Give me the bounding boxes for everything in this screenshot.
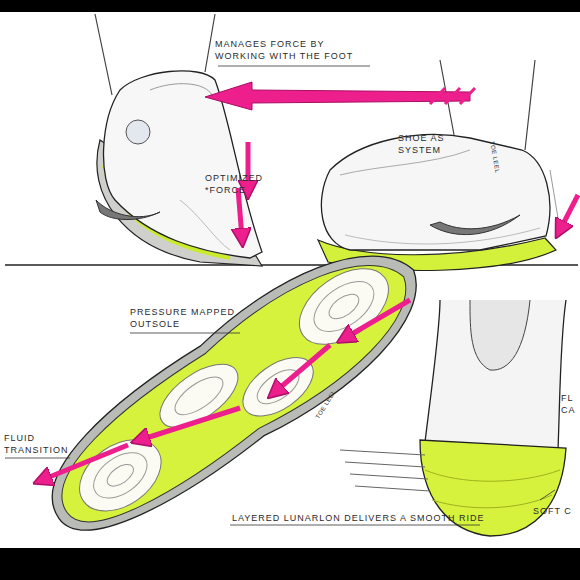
annotation-label: FL CA	[561, 392, 578, 416]
force-arrows	[205, 66, 578, 238]
annotation-label: OPTIMIZED *FORCE	[205, 172, 277, 196]
top-bar	[0, 0, 580, 12]
annotation-label: SOFT C	[533, 505, 579, 517]
heel-view	[230, 300, 566, 536]
annotation-label: MANAGES FORCE BY WORKING WITH THE FOOT	[215, 38, 375, 62]
annotation-label: LAYERED LUNARLON DELIVERS A SMOOTH RIDE	[232, 512, 552, 524]
annotation-label: PRESSURE MAPPED OUTSOLE	[130, 306, 242, 330]
bottom-bar	[0, 548, 580, 580]
annotation-label: SHOE AS SYSTEM	[398, 132, 460, 156]
transition-arrows	[5, 300, 410, 480]
annotation-label: FLUID TRANSITION	[4, 432, 76, 456]
outsole	[21, 217, 445, 565]
